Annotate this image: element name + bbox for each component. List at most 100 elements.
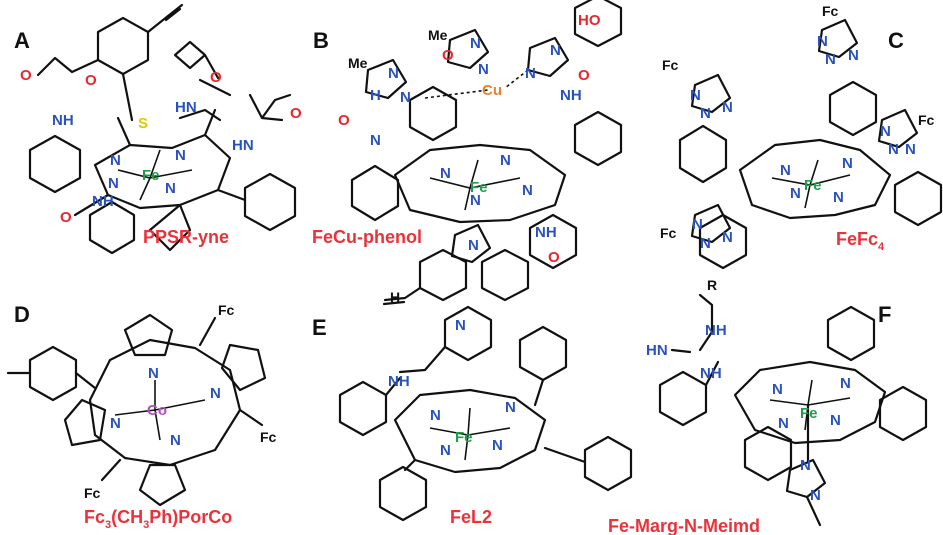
amide-nh-left-a: NH	[52, 112, 74, 129]
phenyl-top-right-f	[826, 305, 876, 362]
sulfur-thiolate-a: S	[138, 115, 148, 132]
compound-name-c: FeFc4	[836, 229, 885, 253]
triazole-left-c	[690, 73, 732, 114]
compound-name-d: Fc3(CH3Ph)PorCo	[84, 507, 232, 531]
compound-name-a: PPSR-yne	[143, 227, 229, 247]
pyrrole-n3-b: N	[470, 192, 481, 209]
pyrrole-n1-d: N	[148, 365, 159, 382]
amide-nh-lower-b: NH	[535, 224, 557, 241]
imidazole-n-right-b: N	[550, 42, 561, 59]
amide-hn-upper-a: HN	[175, 99, 197, 116]
amide-hn-right-a: HN	[232, 137, 254, 154]
oxygen-ether-a: O	[85, 72, 97, 89]
panel-letter-d: D	[14, 302, 30, 327]
pyrrole-n4-a: N	[165, 180, 176, 197]
panel-c: C Fc Fc Fc Fc N N N N N N N N N N N N N …	[660, 3, 943, 270]
imidazole-n-left-b: N	[388, 65, 399, 82]
panel-letter-e: E	[312, 315, 327, 340]
phenyl-left-a	[28, 134, 82, 194]
imidazole-top-b	[446, 28, 490, 70]
triazole-n3-top-c: N	[848, 47, 859, 64]
triazole-n3-bottom-c: N	[722, 229, 733, 246]
phenyl-amine-e	[338, 380, 388, 437]
phenyl-guanidine-f	[658, 370, 708, 427]
iron-center-a: Fe	[142, 167, 160, 184]
pyrrole-n2-a: N	[175, 147, 186, 164]
guanidine-hn-f: HN	[646, 342, 668, 359]
phenyl-left-c	[678, 124, 728, 184]
phenyl-lower-right-b	[528, 213, 578, 270]
phenyl-alkyne-b	[418, 248, 468, 302]
imidazole-axial-f	[785, 458, 827, 499]
pyrrole-n3-d: N	[110, 415, 121, 432]
phenol-ho-b: HO	[578, 12, 601, 29]
panel-letter-b: B	[313, 28, 329, 53]
guanidine-nh-lower-f: NH	[700, 365, 722, 382]
imidazole-left-b	[364, 58, 408, 100]
pyrrole-n2-e: N	[505, 399, 516, 416]
amine-nh-e: NH	[388, 373, 410, 390]
oxygen-lower-b: O	[548, 249, 560, 266]
imidazole-n2-right-b: N	[525, 65, 536, 82]
panel-letter-c: C	[888, 28, 904, 53]
oxygen-right-b: O	[578, 67, 590, 84]
triazole-n2-right-c: N	[888, 141, 899, 158]
porphyrin-core-f	[733, 360, 887, 445]
triazole-n2-top-c: N	[825, 51, 836, 68]
r-group-f: R	[707, 277, 717, 293]
panel-a: A O O NH O HN O HN S N N N N Fe	[14, 3, 302, 255]
pyrrole-right-d	[220, 343, 267, 392]
iron-center-f: Fe	[800, 405, 818, 422]
copper-center-b: Cu	[482, 82, 502, 99]
pyrrole-top-d	[123, 313, 174, 357]
phenol-ring-b	[573, 0, 623, 48]
phenyl-top-right-e	[518, 325, 568, 382]
compound-name-b: FeCu-phenol	[312, 227, 422, 247]
pyridine-ring-e	[443, 305, 493, 362]
pyrrole-n3-f: N	[778, 415, 789, 432]
alkyne-h-b: H	[390, 289, 400, 305]
phenyl-right-f	[878, 385, 928, 442]
panel-e: E N NH N N N N Fe FeL2	[312, 305, 633, 527]
pyrrole-n2-c: N	[842, 155, 853, 172]
phenyl-bottom-left-e	[378, 465, 428, 522]
porphyrin-core-e	[393, 388, 547, 474]
pyrrole-n3-a: N	[108, 175, 119, 192]
triazole-top-c	[817, 18, 859, 59]
triazole-n1-bottom-c: N	[692, 216, 703, 233]
methyl-top-b: Me	[428, 27, 448, 43]
panel-letter-f: F	[878, 302, 891, 327]
imidazole-n1-f: N	[800, 457, 811, 474]
panel-b: B H Me Me N N N H N O O Cu HO N N O NH	[312, 0, 623, 306]
pyrrole-bottom-d	[138, 463, 187, 507]
triazole-n1-right-c: N	[880, 123, 891, 140]
iron-center-c: Fe	[804, 177, 822, 194]
panel-letter-a: A	[14, 28, 30, 53]
triazole-n1-top-c: N	[817, 33, 828, 50]
triazole-bottom-c	[690, 203, 732, 244]
imidazole-n2-f: N	[810, 487, 821, 504]
imidazole-n-axial-b: N	[468, 237, 479, 254]
imidazole-right-b	[526, 36, 570, 78]
phenyl-inner-b	[408, 85, 458, 142]
tolyl-ring-d	[28, 345, 78, 402]
pyrrole-n4-e: N	[492, 437, 503, 454]
phenyl-left-b	[350, 164, 400, 222]
porphyrin-core-b	[393, 143, 567, 224]
pyrrole-n1-f: N	[772, 381, 783, 398]
cobalt-center-d: Co	[147, 402, 167, 419]
amide-nh-lower-left-b: N	[370, 132, 381, 149]
pyrrole-n1-a: N	[110, 152, 121, 169]
iron-center-e: Fe	[455, 429, 473, 446]
panel-d: D Fc Fc Fc N N N N Co Fc3(CH3Ph)PorCo	[6, 302, 277, 531]
triazole-n1-left-c: N	[690, 87, 701, 104]
triazole-n3-left-c: N	[722, 99, 733, 116]
amide-nh-right-b: NH	[560, 87, 582, 104]
imidazole-n2-top-b: N	[478, 61, 489, 78]
iron-center-b: Fe	[470, 179, 488, 196]
oxygen-carbonyl-a: O	[20, 67, 32, 84]
triazole-n2-bottom-c: N	[700, 235, 711, 252]
ferrocene-bottom-c: Fc	[660, 225, 677, 241]
porphyrin-core-a	[73, 108, 247, 252]
phenyl-right-b	[573, 110, 623, 167]
